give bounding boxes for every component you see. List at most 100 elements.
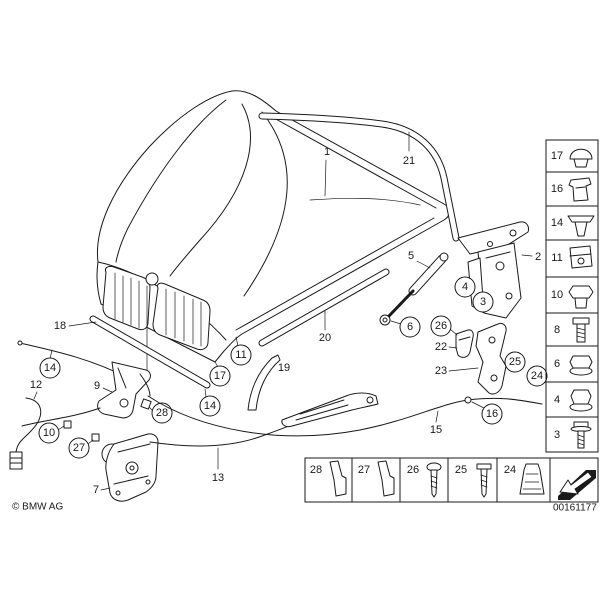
cable-main <box>147 395 543 437</box>
side-seal-strip: 20 <box>258 268 390 347</box>
rear-seal-rod: 21 <box>258 112 460 242</box>
flange-nut-icon <box>569 355 593 376</box>
callout-bracket-clip-label: 24 <box>531 370 543 382</box>
callout-hood-bumper-label: 17 <box>214 370 226 382</box>
upper-release-cable <box>19 342 129 379</box>
callout-clip-27: 27 <box>68 437 90 459</box>
catch-release-rod <box>21 407 101 427</box>
column-label-clip: 16 <box>551 183 563 195</box>
callout-hood-clip-a-label: 11 <box>235 349 246 361</box>
column-label-nut: 10 <box>551 289 563 301</box>
callout-hood-clip-a: 11 <box>230 336 252 366</box>
strip-clip-icon <box>329 460 347 497</box>
small-clip-b <box>63 420 72 429</box>
callout-hinge-bolt-label: 3 <box>480 296 486 308</box>
callout-latch: 7 <box>93 484 99 496</box>
row-label-clip-24: 24 <box>504 464 516 476</box>
push-clip-icon <box>519 463 545 495</box>
hood-emblem-icon <box>145 272 159 286</box>
pan-screw-icon <box>476 463 492 498</box>
callout-hinge: 2 <box>535 251 541 263</box>
callout-cable-15: 15 <box>430 424 442 436</box>
callout-catch-bracket: 9 <box>94 380 100 392</box>
clip-nut-icon <box>569 245 593 269</box>
column-label-nut-b: 4 <box>554 394 560 406</box>
callout-cable-13: 13 <box>212 472 224 484</box>
cable-latch-to-handle <box>149 419 305 447</box>
callout-hinge-bolt: 3 <box>472 291 494 313</box>
hood-rear-inner-edge <box>273 117 437 209</box>
callout-clip-28-label: 28 <box>156 407 168 419</box>
hood-dome-line-right <box>243 111 288 297</box>
front-seal-strip: 18 <box>54 315 211 389</box>
hood-support-bracket <box>448 323 507 395</box>
release-cable-left <box>15 397 42 453</box>
gas-strut: 5 <box>379 250 449 326</box>
callout-clip-28: 28 <box>151 402 173 424</box>
callout-hinge-nut: 4 <box>454 276 476 298</box>
flange-bolt-icon <box>570 421 592 449</box>
callout-hood: 1 <box>324 146 330 158</box>
column-label-clip-nut: 11 <box>551 252 562 264</box>
drawing-number: 00161177 <box>553 503 597 514</box>
column-label-rivet: 14 <box>551 217 563 229</box>
parts-column: 17 16 14 11 10 8 <box>545 139 599 453</box>
hood-surface-shade <box>309 197 421 206</box>
collar-nut-icon <box>569 389 593 412</box>
parts-row: 28 27 26 25 24 <box>304 457 599 503</box>
copyright-notice: © BMW AG <box>12 502 63 513</box>
direction-arrow-icon <box>558 470 596 500</box>
callout-strut-nut-label: 6 <box>407 321 413 333</box>
callout-bracket-right: 23 <box>435 365 447 377</box>
hood-left-character-line <box>115 99 227 263</box>
callout-hood-bumper: 17 <box>209 361 231 387</box>
small-clip-a <box>140 398 152 410</box>
row-label-screw-25: 25 <box>455 464 467 476</box>
callout-clip-27-label: 27 <box>73 442 85 454</box>
leader-strut <box>416 260 431 269</box>
row-label-screw-26: 26 <box>407 464 419 476</box>
release-handle <box>281 392 379 428</box>
small-clip-c <box>91 433 100 442</box>
hood-dome-line-left <box>169 103 251 277</box>
callout-cable-clip: 14 <box>39 349 61 379</box>
row-label-clip-27: 27 <box>358 464 370 476</box>
callout-release-cable: 12 <box>30 379 42 391</box>
callout-hinge-nut-label: 4 <box>462 281 468 293</box>
callout-cable-clip-16-label: 16 <box>486 408 498 420</box>
clip-icon <box>568 177 592 202</box>
corner-seal-strip: 19 <box>247 354 290 411</box>
leader-front-seal <box>68 321 97 327</box>
callout-bracket-screw: 25 <box>504 351 526 373</box>
hood-part: 1 <box>96 90 450 373</box>
callout-front-rivet: 14 <box>199 388 221 417</box>
left-kidney-slats <box>114 272 140 329</box>
callout-side-seal: 20 <box>319 332 331 344</box>
column-label-bumper: 17 <box>551 150 563 162</box>
rubber-bumper-icon <box>569 148 593 168</box>
hex-nut-icon <box>568 285 594 309</box>
callout-cable-clip-label: 14 <box>44 362 56 374</box>
column-label-bolt: 8 <box>554 324 560 336</box>
hood-latch: 7 <box>93 433 159 502</box>
cable-connector <box>9 451 23 470</box>
callout-clip-10: 10 <box>38 422 60 444</box>
right-kidney-slats <box>165 288 202 347</box>
expanding-rivet-icon <box>567 215 595 237</box>
callout-bracket-cap: 26 <box>430 315 452 337</box>
callout-strut: 5 <box>408 250 414 262</box>
round-head-screw-icon <box>426 462 442 498</box>
callout-bracket-cap-label: 26 <box>435 320 447 332</box>
callout-bracket-screw-label: 25 <box>509 356 521 368</box>
callout-bracket-clip: 24 <box>526 365 548 387</box>
column-label-flange-nut: 6 <box>554 358 560 370</box>
direction-arrow-box <box>549 457 599 503</box>
callout-clip-10-label: 10 <box>43 427 55 439</box>
column-label-flange-bolt: 3 <box>554 429 560 441</box>
callout-strut-nut: 6 <box>390 316 421 338</box>
callout-front-seal: 18 <box>54 320 66 332</box>
bolt-icon <box>572 317 590 343</box>
leader-hood <box>324 159 327 197</box>
hood-side-inner-edge <box>235 217 435 331</box>
